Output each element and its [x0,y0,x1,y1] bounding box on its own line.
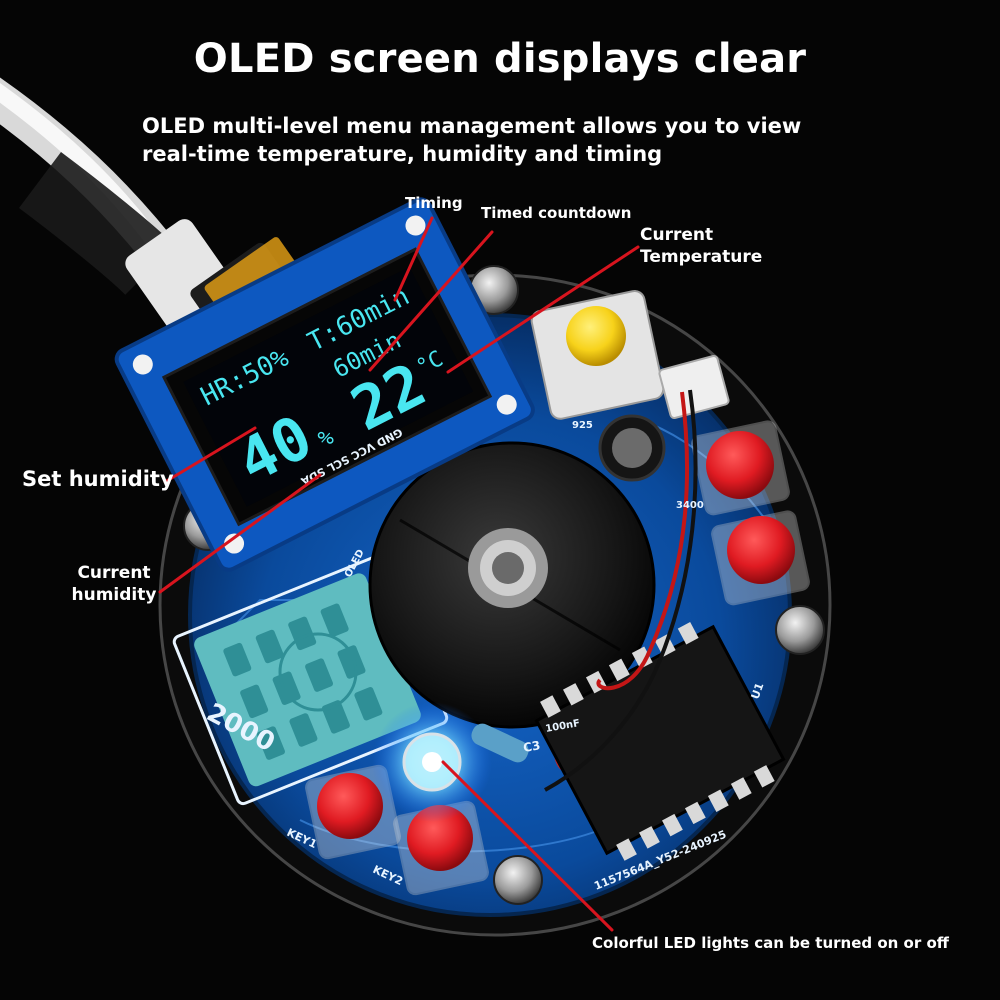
page-title: OLED screen displays clear [193,36,807,82]
buzzer [368,441,656,729]
callout-current-temperature: Current Temperature [640,225,763,267]
callout-timing: Timing [405,194,463,212]
c3-label: C3 [522,738,541,755]
callout-line-temperature [446,245,640,374]
power-connector [658,354,730,420]
red-button-key1 [305,764,401,860]
callout-led: Colorful LED lights can be turned on or … [592,934,949,952]
callout-lines [158,216,640,932]
callout-line-led [441,760,614,932]
callout-timed-countdown: Timed countdown [481,204,632,222]
callout-current-humidity: Current humidity [71,563,157,605]
callout-line-set-humidity [163,426,257,484]
resistor [471,723,529,763]
oled-module [114,197,535,572]
callout-line-countdown [368,230,494,372]
red-button-right-bottom [711,510,810,606]
red-wire [596,391,690,691]
yellow-button [530,290,665,420]
blue-led [372,702,492,822]
humidity-sensor [172,554,449,806]
callout-line-timing [393,216,434,302]
red-button-right-top [691,420,790,516]
red-button-key2 [393,800,489,896]
callout-line-current-humidity [158,473,322,594]
u1-label: U1 [749,681,767,701]
r-label: 3400 [676,500,704,511]
black-wire [544,389,698,792]
ic-chip [534,622,786,861]
callout-set-humidity: Set humidity [22,467,174,491]
part-925-label: 925 [572,420,593,431]
page-subtitle: OLED multi-level menu management allows … [142,114,802,166]
